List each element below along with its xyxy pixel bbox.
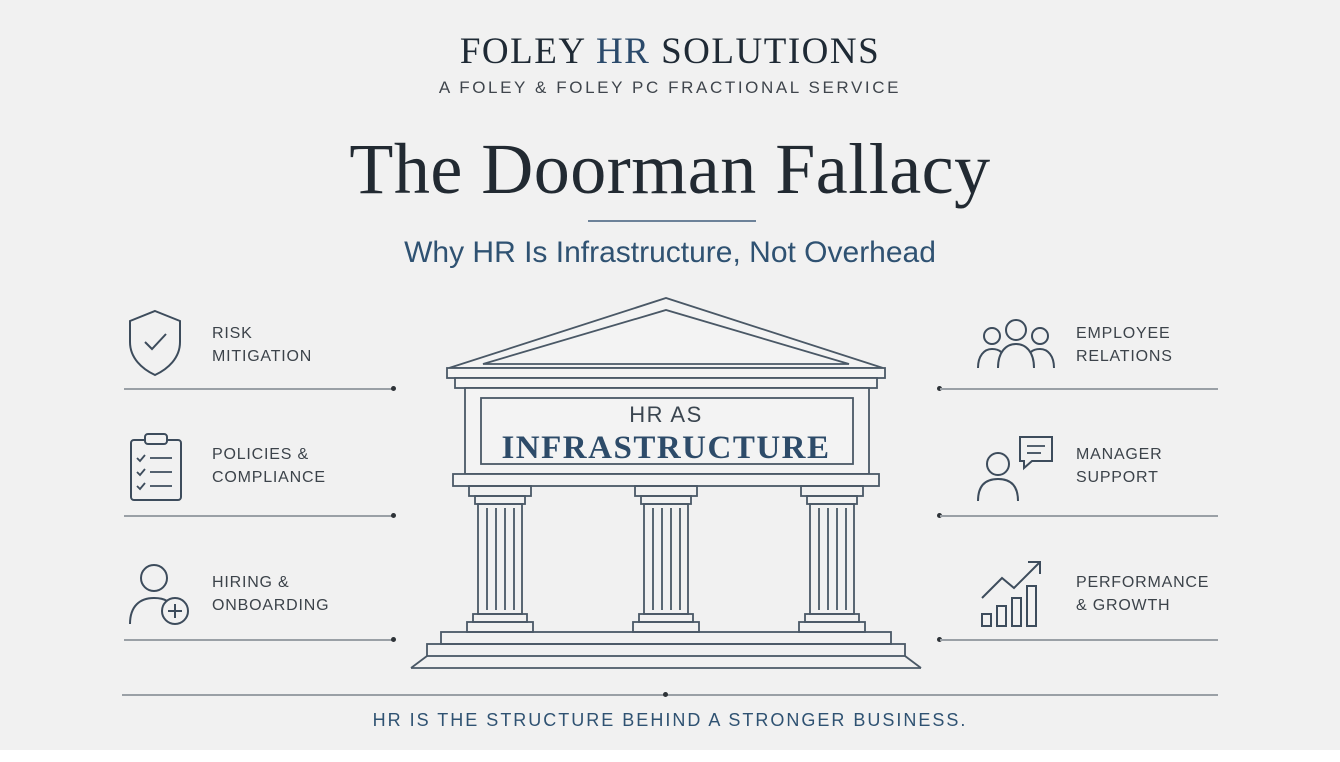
brand-tagline: A FOLEY & FOLEY PC FRACTIONAL SERVICE <box>438 78 902 97</box>
person-chat-icon <box>977 436 1053 502</box>
hiring-onboarding-line2: ONBOARDING <box>212 597 330 614</box>
performance-growth-dot <box>937 637 942 642</box>
hiring-onboarding-dot <box>391 637 396 642</box>
performance-growth-line2: & GROWTH <box>1076 597 1171 614</box>
footer-rule <box>122 694 1218 696</box>
risk-mitigation-line2: MITIGATION <box>212 348 313 365</box>
page-subtitle: Why HR Is Infrastructure, Not Overhead <box>404 236 936 269</box>
performance-growth-rule <box>940 639 1218 641</box>
shield-check-icon <box>129 309 181 377</box>
risk-mitigation-line1: RISK <box>212 325 253 342</box>
performance-growth-line1: PERFORMANCE <box>1076 574 1210 591</box>
hiring-onboarding-rule <box>124 639 394 641</box>
risk-mitigation-label: RISK MITIGATION <box>212 322 312 368</box>
performance-growth-label: PERFORMANCE & GROWTH <box>1076 571 1209 617</box>
employee-relations-line1: EMPLOYEE <box>1076 325 1171 342</box>
manager-support-label: MANAGER SUPPORT <box>1076 443 1163 489</box>
hiring-onboarding-line1: HIRING & <box>212 574 290 591</box>
page-title: The Doorman Fallacy <box>349 129 991 209</box>
temple-label-line2: INFRASTRUCTURE <box>501 430 831 466</box>
people-group-icon <box>977 319 1055 369</box>
manager-support-dot <box>937 513 942 518</box>
title-divider <box>588 220 756 222</box>
employee-relations-label: EMPLOYEE RELATIONS <box>1076 322 1173 368</box>
policies-compliance-rule <box>124 515 394 517</box>
policies-compliance-label: POLICIES & COMPLIANCE <box>212 443 326 489</box>
bottom-strip <box>0 750 1340 762</box>
manager-support-line1: MANAGER <box>1076 446 1163 463</box>
policies-compliance-line1: POLICIES & <box>212 446 309 463</box>
clipboard-checklist-icon <box>130 433 182 501</box>
risk-mitigation-rule <box>124 388 394 390</box>
growth-chart-icon <box>981 561 1041 627</box>
brand-name: FOLEY HR SOLUTIONS <box>0 30 1340 73</box>
brand-suffix: SOLUTIONS <box>650 31 881 72</box>
footer-rule-dot <box>663 692 668 697</box>
employee-relations-line2: RELATIONS <box>1076 348 1173 365</box>
brand-highlight: HR <box>595 31 651 72</box>
footer-tagline: HR IS THE STRUCTURE BEHIND A STRONGER BU… <box>372 710 968 730</box>
manager-support-line2: SUPPORT <box>1076 469 1159 486</box>
add-person-icon <box>129 564 189 625</box>
employee-relations-dot <box>937 386 942 391</box>
policies-compliance-line2: COMPLIANCE <box>212 469 326 486</box>
temple-label-line1: HR AS <box>629 402 703 427</box>
temple-pillar-icon <box>410 297 922 669</box>
risk-mitigation-dot <box>391 386 396 391</box>
hiring-onboarding-label: HIRING & ONBOARDING <box>212 571 329 617</box>
manager-support-rule <box>940 515 1218 517</box>
policies-compliance-dot <box>391 513 396 518</box>
brand-prefix: FOLEY <box>459 31 596 72</box>
employee-relations-rule <box>940 388 1218 390</box>
